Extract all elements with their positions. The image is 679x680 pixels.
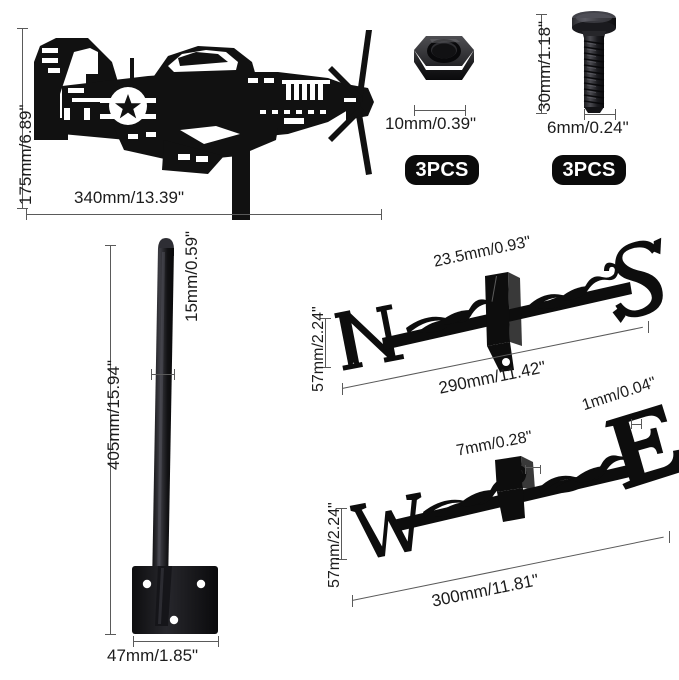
pole-diameter-dimension-line: [151, 374, 175, 375]
pole-length-dimension-line: [110, 245, 111, 635]
bolt-diameter-tick-right: [615, 109, 616, 120]
arm-we-thickness-tick-right: [641, 419, 642, 429]
bolt-diameter-dimension-line: [584, 114, 616, 115]
airplane-height-dimension-line: [22, 28, 23, 208]
pole-base-width-label: 47mm/1.85": [107, 646, 199, 665]
airplane-height-tick-top: [17, 28, 28, 29]
arm-north-south: [330, 237, 670, 382]
pole-diameter-tick-left: [151, 369, 152, 380]
arm-we-thickness-tick-left: [631, 419, 632, 429]
arm-we-bracket-dimension-line: [525, 467, 541, 468]
airplane-width-tick-left: [26, 209, 27, 220]
nut-width-label: 10mm/0.39": [385, 114, 477, 133]
mounting-pole: [128, 236, 238, 638]
arm-we-height-dimension-line: [341, 508, 342, 560]
arm-ns-height-tick-top: [320, 318, 331, 319]
nut-width-tick-right: [465, 105, 466, 116]
airplane-width-label: 340mm/13.39": [74, 188, 184, 207]
bolt-length-dimension-line: [541, 14, 542, 114]
arm-we-thickness-dimension-line: [631, 424, 642, 425]
pole-base-width-dimension-line: [133, 641, 219, 642]
arm-we-length-label: 300mm/11.81": [430, 570, 541, 611]
nut-width-dimension-line: [414, 110, 466, 111]
pole-diameter-tick-right: [174, 369, 175, 380]
pole-length-label: 405mm/15.94": [104, 360, 123, 470]
airplane-width-dimension-line: [26, 214, 382, 215]
arm-we-length-tick-right: [669, 531, 670, 543]
bolt-length-tick-bottom: [536, 113, 547, 114]
arm-ns-height-tick-bottom: [320, 367, 331, 368]
bolt-length-label: 30mm/1.18": [535, 20, 554, 112]
airplane-silhouette: [28, 22, 378, 222]
arm-we-height-tick-bottom: [336, 559, 347, 560]
hex-nut: [408, 28, 480, 90]
nut-width-tick-left: [414, 105, 415, 116]
arm-ns-height-label: 57mm/2.24": [310, 306, 327, 392]
arm-we-bracket-tick-left: [525, 465, 526, 474]
pole-length-tick-bottom: [105, 634, 116, 635]
airplane-height-tick-bottom: [17, 208, 28, 209]
pole-base-tick-right: [218, 636, 219, 647]
bolt-screw: [566, 8, 634, 116]
bolt-diameter-tick-left: [584, 109, 585, 120]
arm-west-east: [345, 404, 679, 570]
arm-ns-length-tick-right: [648, 321, 649, 333]
nut-quantity-badge: 3PCS: [405, 155, 479, 185]
arm-we-length-tick-left: [352, 595, 353, 607]
bolt-diameter-label: 6mm/0.24": [547, 118, 629, 137]
arm-ns-height-dimension-line: [325, 318, 326, 368]
airplane-width-tick-right: [381, 209, 382, 220]
bolt-quantity-badge: 3PCS: [552, 155, 626, 185]
arm-we-bracket-tick-right: [540, 465, 541, 474]
arm-we-height-tick-top: [336, 508, 347, 509]
bolt-length-tick-top: [536, 14, 547, 15]
pole-base-tick-left: [133, 636, 134, 647]
pole-diameter-label: 15mm/0.59": [182, 230, 201, 322]
arm-we-height-label: 57mm/2.24": [326, 502, 343, 588]
arm-ns-length-tick-left: [342, 383, 343, 395]
pole-length-tick-top: [105, 245, 116, 246]
